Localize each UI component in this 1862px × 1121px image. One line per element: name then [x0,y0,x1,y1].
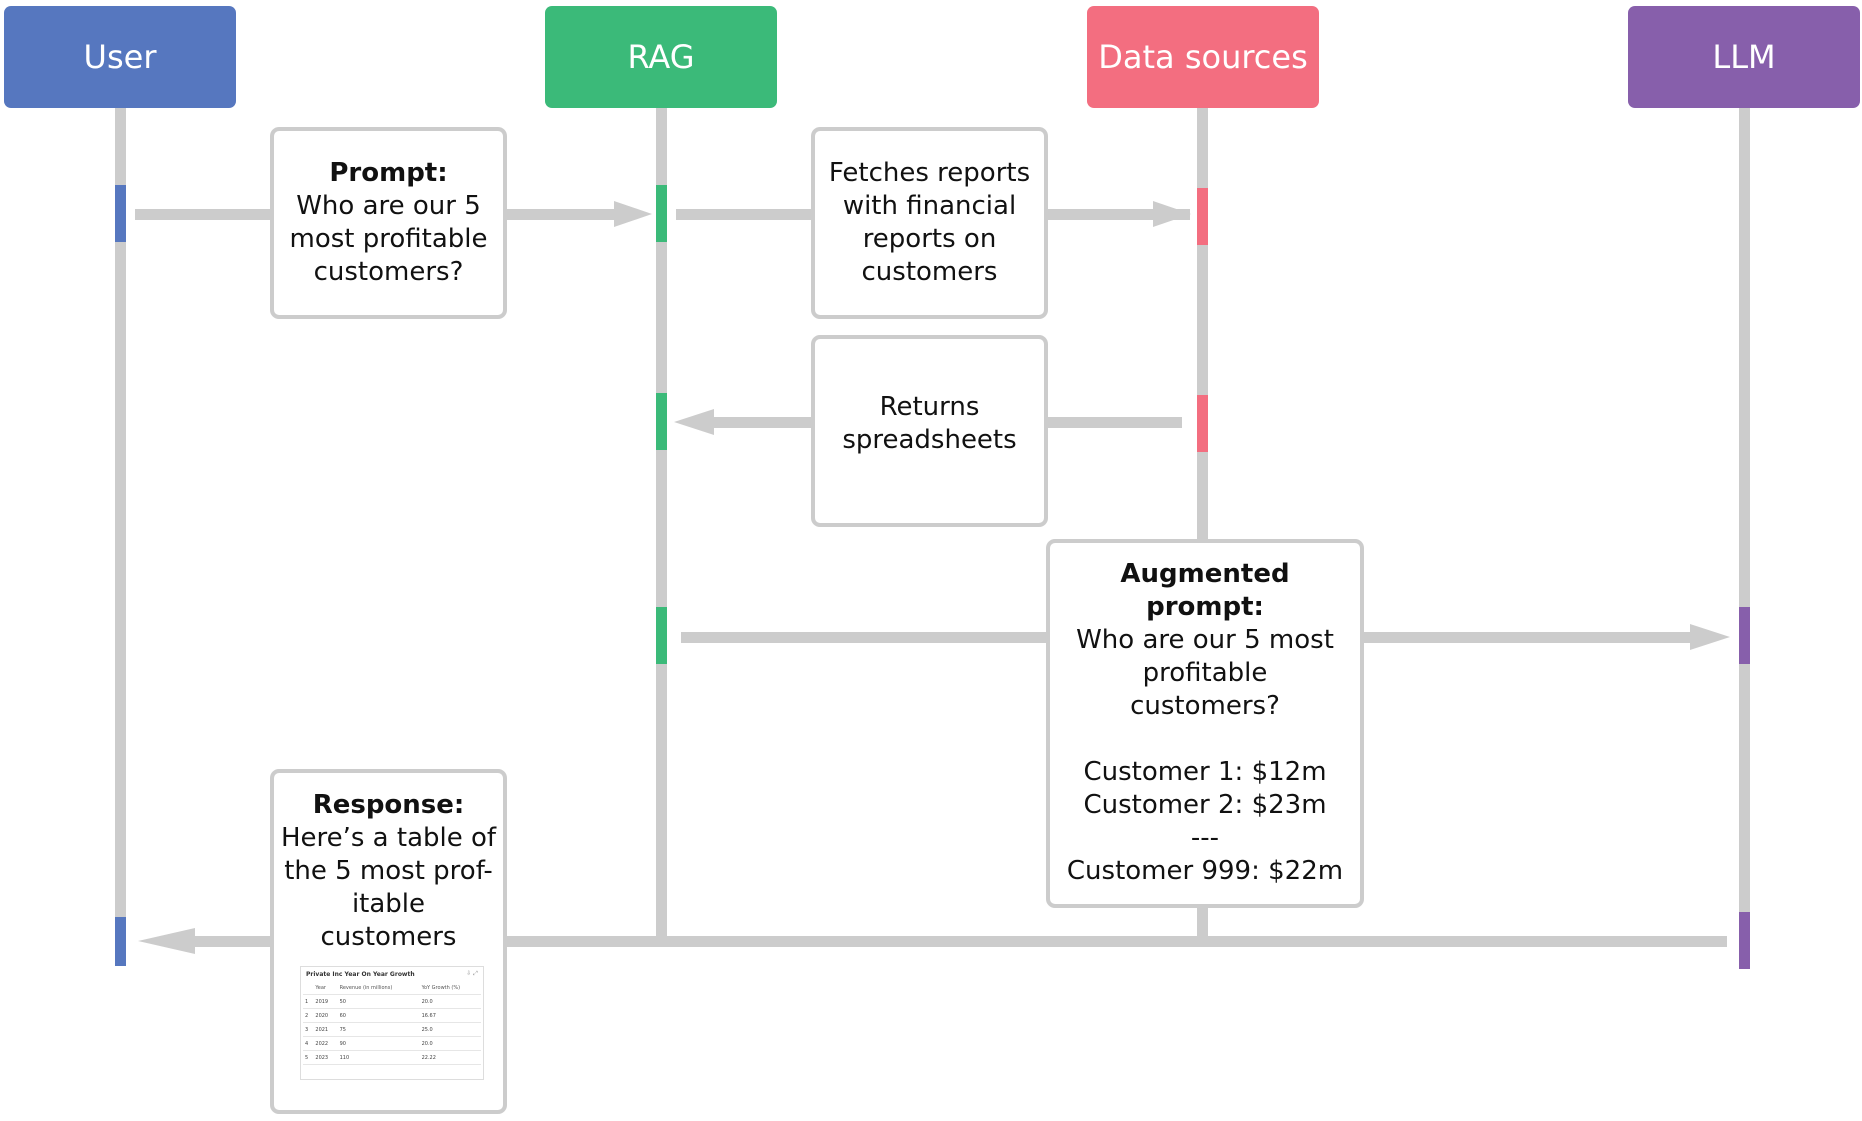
response-table-icons: ⇩ ⤢ [466,970,478,977]
fetch-text-line: with financial [842,191,1017,221]
response-table: Year Revenue (in millions) YoY Growth (%… [303,981,481,1065]
llm-activation-1 [1739,607,1750,664]
fetch-text-line: Fetches reports [828,158,1031,188]
data-sources-activation-2 [1197,395,1208,452]
table-cell: 50 [337,994,420,1009]
table-cell: 3 [303,1022,314,1037]
user-activation-1 [115,185,126,242]
prompt-message-box: Prompt: Who are our 5 most profitable cu… [270,127,507,319]
rag-lifeline [656,108,667,938]
table-header-cell [303,981,314,995]
augmented-title-line: prompt: [1146,592,1264,622]
table-cell: 2 [303,1008,314,1023]
rag-activation-1 [656,185,667,242]
response-text-line: customers [320,922,457,952]
returns-arrowhead [674,409,714,435]
response-table-thumbnail: Private Inc Year On Year Growth ⇩ ⤢ Year… [300,966,484,1080]
table-cell: 25.0 [419,1022,481,1037]
response-arrow-shaft [190,936,1727,947]
augmented-title-line: Augmented [1120,559,1290,589]
table-header-cell: YoY Growth (%) [419,981,481,995]
table-cell: 2021 [313,1022,338,1037]
table-row: 2 2020 60 16.67 [303,1008,481,1023]
table-cell: 60 [337,1008,420,1023]
prompt-text-line: customers? [313,257,464,287]
table-cell: 20.0 [419,994,481,1009]
table-cell: 90 [337,1036,420,1051]
augmented-prompt-box: Augmented prompt: Who are our 5 most pro… [1046,539,1364,908]
user-header: User [4,6,236,108]
response-text-line: Here’s a table of [280,823,497,853]
table-header-cell: Year [313,981,338,995]
augmented-arrowhead [1690,624,1730,650]
llm-header: LLM [1628,6,1860,108]
returns-message-box: Returns spreadsheets [811,335,1048,527]
user-lifeline [115,108,126,966]
data-sources-lifeline [1197,108,1208,938]
returns-text-line: Returns [879,392,980,422]
response-arrowhead [138,928,195,954]
augmented-data-line: --- [1190,823,1220,853]
response-text-line: the 5 most prof- [284,856,493,886]
table-cell: 75 [337,1022,420,1037]
table-row: 1 2019 50 20.0 [303,994,481,1009]
prompt-arrowhead [614,201,652,227]
table-cell: 2023 [313,1050,338,1065]
rag-activation-3 [656,607,667,664]
data-sources-header: Data sources [1087,6,1319,108]
prompt-text-line: Who are our 5 [296,191,481,221]
table-cell: 1 [303,994,314,1009]
data-sources-activation-1 [1197,188,1208,245]
rag-header: RAG [545,6,777,108]
augmented-data-line: Customer 999: $22m [1066,856,1344,886]
fetch-text-line: reports on [862,224,997,254]
table-cell: 4 [303,1036,314,1051]
table-row: 4 2022 90 20.0 [303,1036,481,1051]
augmented-data-line: Customer 2: $23m [1083,790,1327,820]
table-cell: 16.67 [419,1008,481,1023]
augmented-data-line: Customer 1: $12m [1083,757,1327,787]
table-cell: 2020 [313,1008,338,1023]
rag-activation-2 [656,393,667,450]
table-row: 5 2023 110 22.22 [303,1050,481,1065]
response-table-title: Private Inc Year On Year Growth [306,971,415,978]
table-cell: 5 [303,1050,314,1065]
table-cell: 22.22 [419,1050,481,1065]
user-activation-2 [115,917,126,966]
table-row: 3 2021 75 25.0 [303,1022,481,1037]
llm-activation-2 [1739,912,1750,969]
table-header-cell: Revenue (in millions) [337,981,420,995]
table-header-row: Year Revenue (in millions) YoY Growth (%… [303,981,481,995]
fetch-arrowhead [1153,201,1191,227]
prompt-title: Prompt: [329,158,448,188]
prompt-text-line: most profitable [289,224,488,254]
table-cell: 2022 [313,1036,338,1051]
augmented-text-line: Who are our 5 most [1076,625,1334,655]
llm-lifeline [1739,108,1750,966]
table-cell: 20.0 [419,1036,481,1051]
response-title: Response: [312,790,465,820]
fetch-message-box: Fetches reports with financial reports o… [811,127,1048,319]
fetch-text-line: customers [861,257,998,287]
table-cell: 110 [337,1050,420,1065]
augmented-text-line: customers? [1130,691,1280,721]
returns-text-line: spreadsheets [842,425,1017,455]
table-cell: 2019 [313,994,338,1009]
augmented-text-line: profitable [1142,658,1268,688]
response-text-line: itable [351,889,426,919]
